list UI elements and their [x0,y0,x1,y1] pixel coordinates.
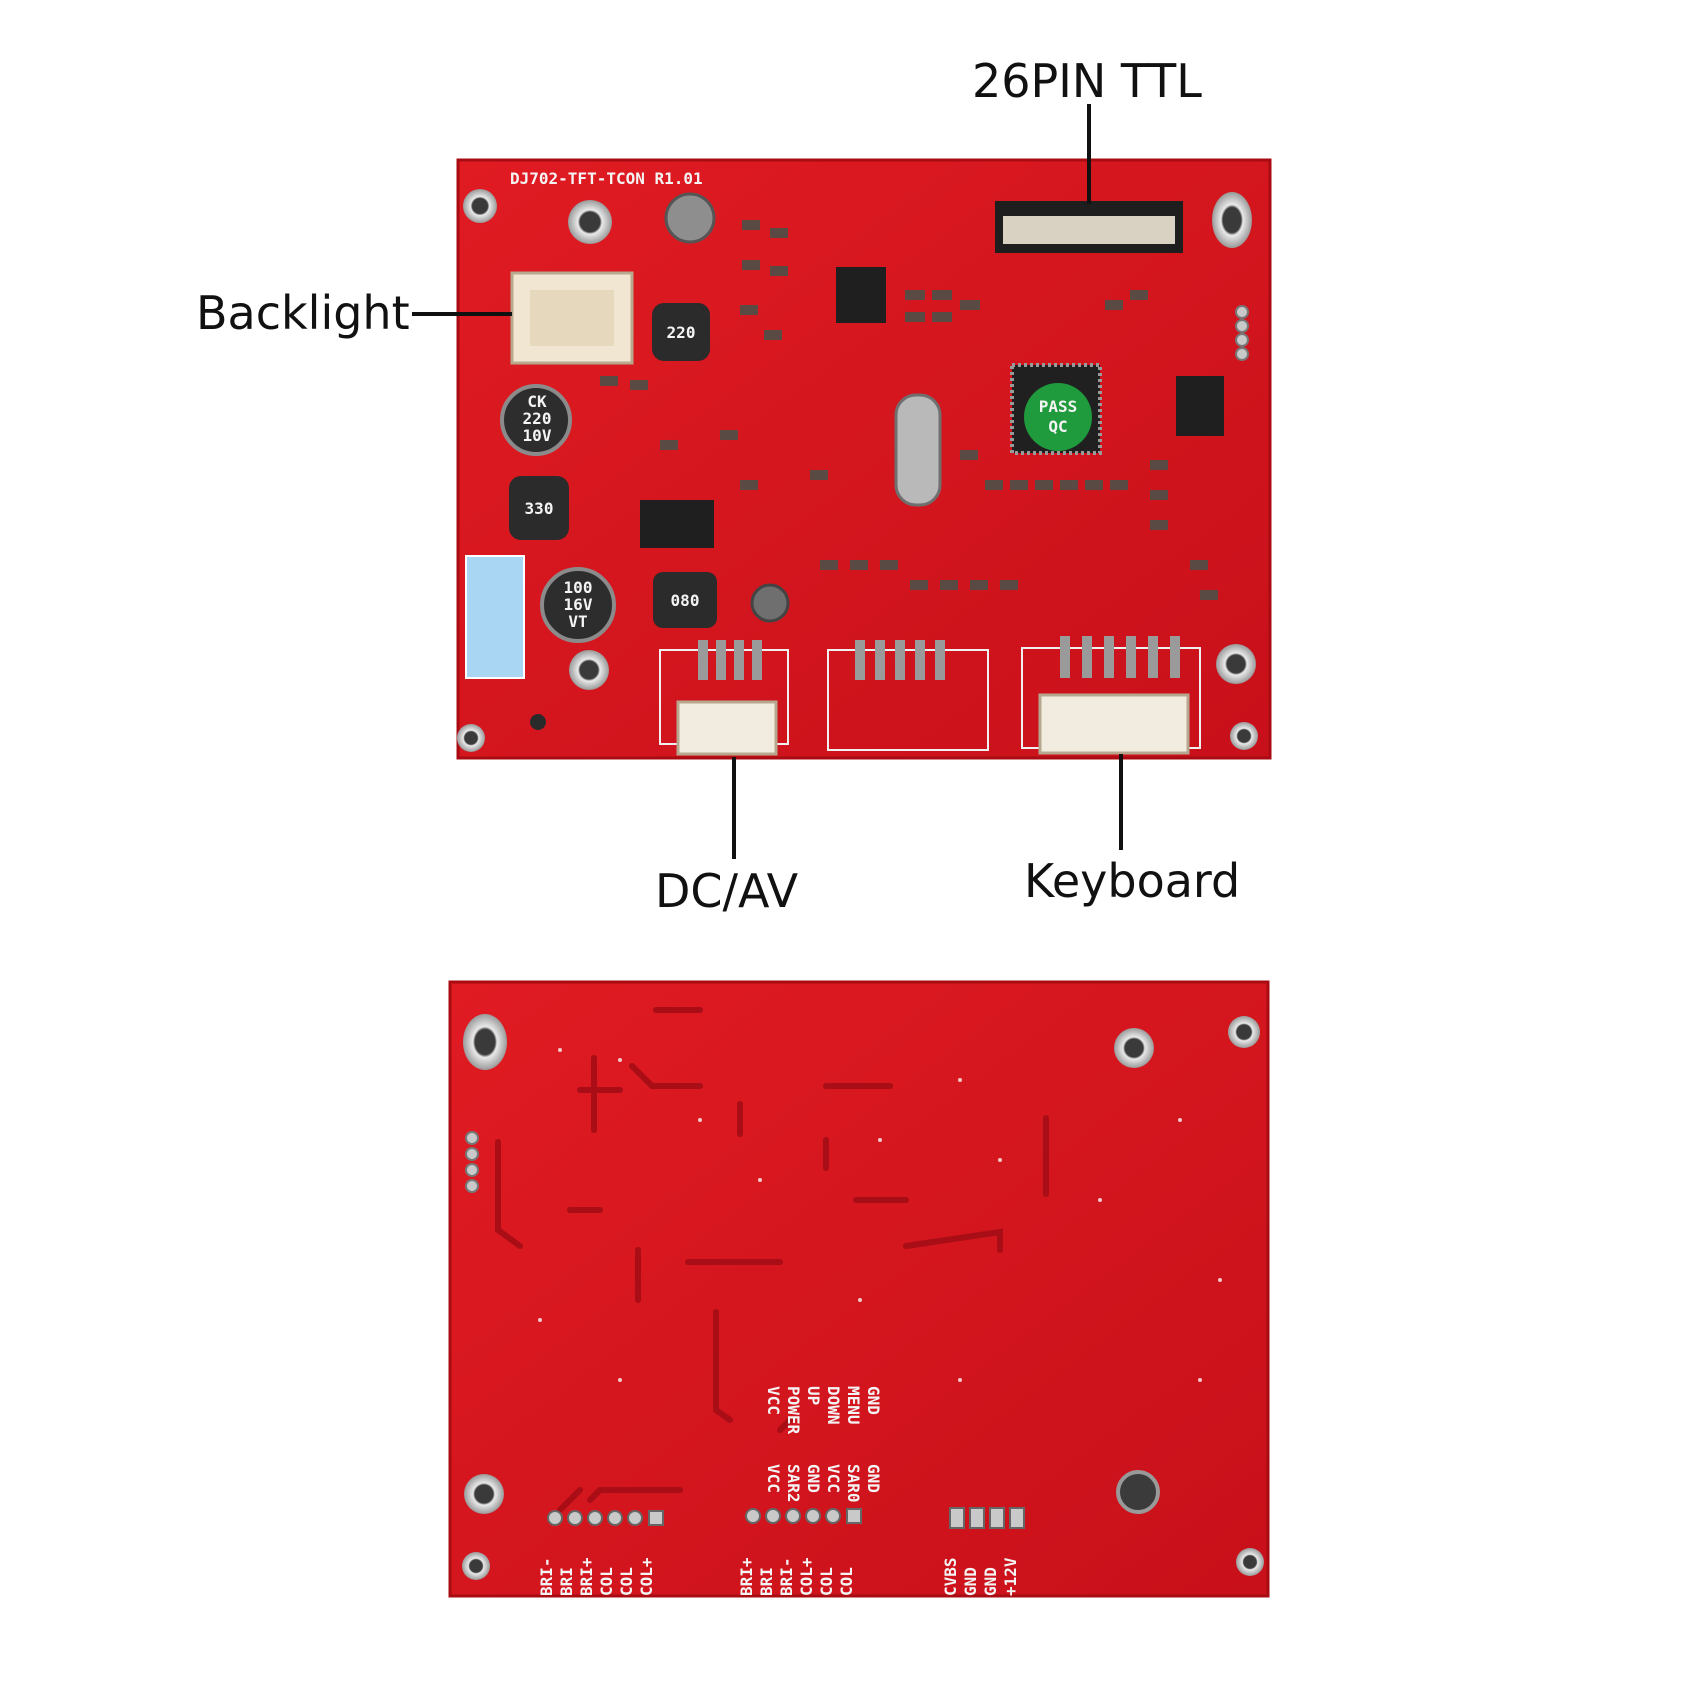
mount-hole [530,714,546,730]
svg-text:330: 330 [525,499,554,518]
svg-text:220: 220 [523,409,552,428]
main-controller-chip: PASS QC [1010,363,1102,455]
svg-text:UP: UP [804,1386,823,1405]
leader-line-keyboard [1119,754,1123,850]
svg-text:SAR2: SAR2 [784,1464,803,1503]
callout-keyboard: Keyboard [1024,854,1241,908]
svg-text:BRI: BRI [557,1567,576,1596]
inductor-080: 080 [653,572,717,628]
pad-row-right [949,1507,1025,1529]
svg-text:GND: GND [981,1567,1000,1596]
mount-hole [1230,722,1258,750]
board-model-label: DJ702-TFT-TCON R1.01 [510,169,703,188]
right-pin-labels: CVBS GND GND +12V [941,1557,1020,1596]
svg-text:GND: GND [804,1464,823,1493]
mount-hole [568,200,612,244]
svg-text:VCC: VCC [764,1464,783,1493]
leader-line-backlight [412,312,512,316]
svg-text:BRI: BRI [757,1567,776,1596]
capacitor-100uf: 100 16V VT [540,567,616,643]
connector-j1-dcav [659,640,789,756]
back-board: GND MENU DOWN UP POWER VCC GND SAR0 VCC … [448,980,1270,1598]
capacitor-small [750,583,790,623]
svg-text:BRI+: BRI+ [577,1557,596,1596]
svg-text:COL: COL [837,1567,856,1596]
svg-text:DOWN: DOWN [824,1386,843,1425]
leader-line-dcav [732,757,736,859]
middle-pin-labels: BRI+ BRI BRI- COL+ COL COL [737,1557,856,1596]
leader-line-ttl [1087,104,1091,204]
svg-text:GND: GND [864,1464,883,1493]
mount-hole [569,650,609,690]
pad-row-left [547,1510,664,1526]
svg-text:BRI-: BRI- [777,1557,796,1596]
svg-text:BRI+: BRI+ [737,1557,756,1596]
mount-hole [1212,192,1252,248]
svg-text:COL: COL [817,1567,836,1596]
mount-hole [1228,1016,1260,1048]
key-labels: GND MENU DOWN UP POWER VCC [764,1386,883,1435]
ic-chip [1176,376,1224,436]
sar-labels: GND SAR0 VCC GND SAR2 VCC [764,1464,883,1503]
smd-components [600,220,1218,600]
front-board: DJ702-TFT-TCON R1.01 CK 220 10V 100 16V … [456,158,1272,760]
inspection-sticker [465,555,525,679]
pcb-vias [538,1048,1222,1382]
left-pin-labels: BRI- BRI BRI+ COL COL COL+ [537,1557,656,1596]
mount-hole [1216,644,1256,684]
connector-j2 [827,640,989,751]
inductor-220: 220 [652,303,710,361]
svg-text:QC: QC [1048,417,1067,436]
svg-text:MENU: MENU [844,1386,863,1425]
inductor-330: 330 [509,476,569,540]
svg-text:VCC: VCC [764,1386,783,1415]
svg-text:+12V: +12V [1001,1557,1020,1596]
svg-text:16V: 16V [564,595,593,614]
svg-text:100: 100 [564,578,593,597]
svg-text:VCC: VCC [824,1464,843,1493]
svg-text:COL: COL [617,1567,636,1596]
ic-chip [836,267,886,323]
mount-hole [463,1014,507,1070]
crystal-oscillator [894,393,942,507]
callout-26pin-ttl: 26PIN TTL [972,54,1202,108]
debug-header [1235,305,1249,361]
svg-text:080: 080 [671,591,700,610]
backlight-connector-socket [530,290,614,346]
svg-text:CK: CK [527,392,547,411]
svg-text:BRI-: BRI- [537,1557,556,1596]
mount-hole [1236,1548,1264,1576]
svg-text:220: 220 [667,323,696,342]
svg-text:PASS: PASS [1039,397,1078,416]
pcb-traces [495,1007,1049,1513]
svg-text:10V: 10V [523,426,552,445]
mount-hole [463,189,497,223]
svg-text:VT: VT [568,612,587,631]
svg-text:COL+: COL+ [797,1557,816,1596]
svg-text:GND: GND [864,1386,883,1415]
svg-text:CVBS: CVBS [941,1557,960,1596]
mount-hole [462,1552,490,1580]
svg-text:COL+: COL+ [637,1557,656,1596]
capacitor-ck220: CK 220 10V [500,384,572,456]
ic-chip [640,500,714,548]
edge-pads [465,1131,479,1193]
pad-row-middle [745,1508,862,1524]
callout-backlight: Backlight [196,286,410,340]
callout-dcav: DC/AV [655,864,799,918]
mount-hole [464,1474,504,1514]
svg-text:GND: GND [961,1567,980,1596]
ttl-connector-latch [1003,216,1175,244]
mount-hole [1114,1028,1154,1068]
capacitor-small [664,192,716,244]
svg-text:SAR0: SAR0 [844,1464,863,1503]
connector-j3-keyboard [1021,636,1201,755]
svg-text:COL: COL [597,1567,616,1596]
mount-hole [1116,1470,1160,1514]
mount-hole [457,724,485,752]
svg-text:POWER: POWER [784,1386,803,1435]
